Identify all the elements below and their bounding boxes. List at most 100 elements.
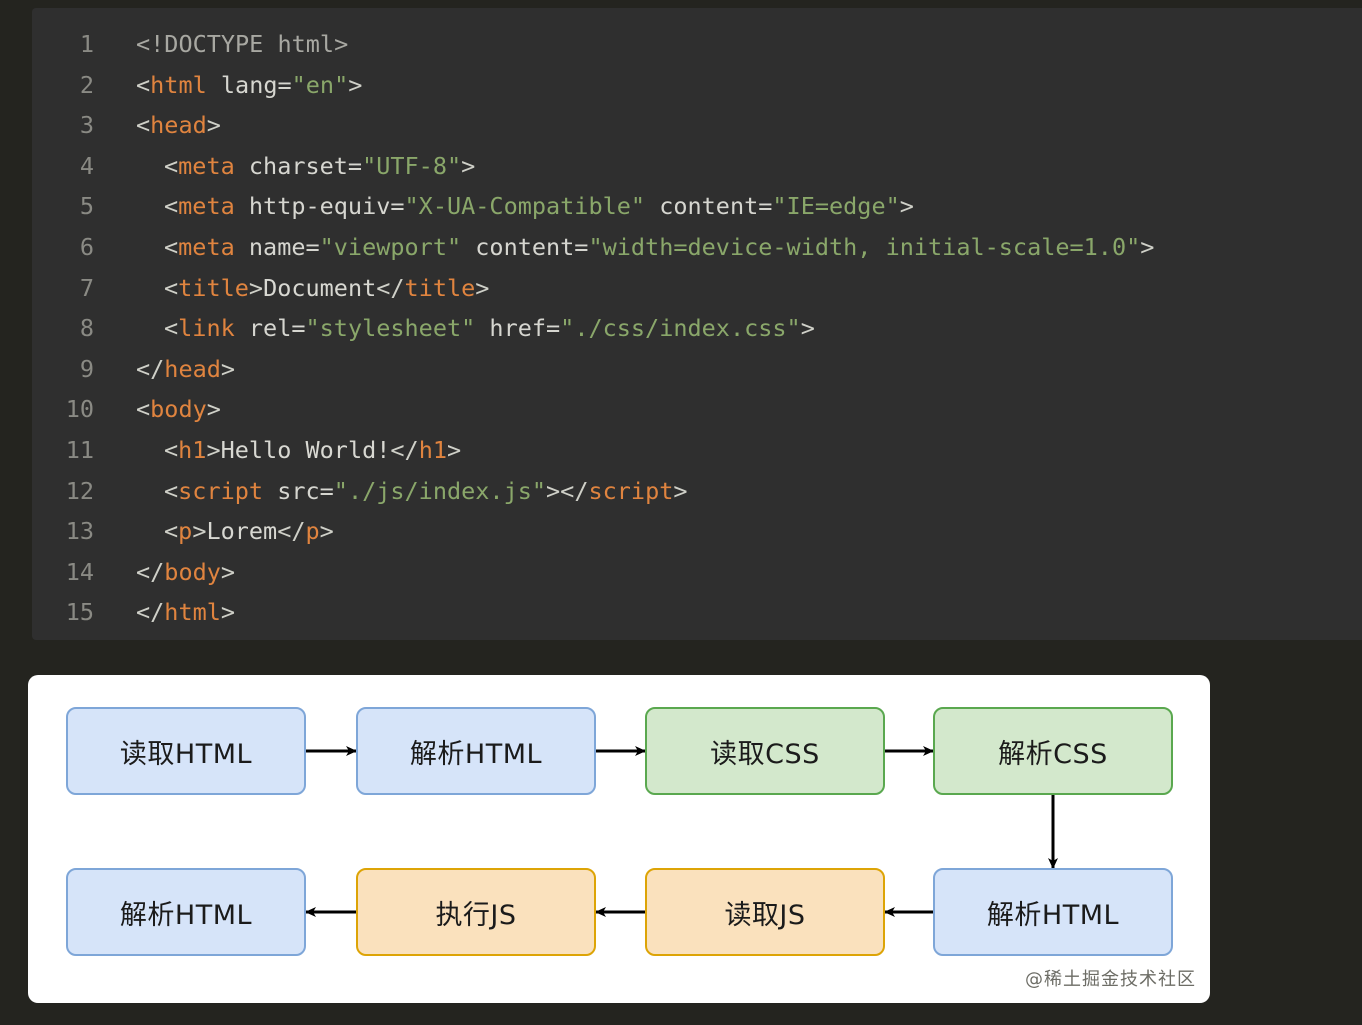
- code-token-punc: <: [164, 232, 179, 261]
- code-token-punc: </: [136, 557, 165, 586]
- code-token-attr: src=: [263, 476, 334, 505]
- code-token-tag: title: [404, 273, 476, 302]
- code-token-tag: script: [178, 476, 264, 505]
- code-token-punc: </: [277, 517, 306, 546]
- line-number: 12: [65, 476, 94, 505]
- code-token-punc: >: [475, 273, 490, 302]
- flow-node-read-css[interactable]: 读取CSS: [645, 707, 885, 795]
- code-line-content: </html>: [94, 592, 235, 633]
- line-number: 14: [65, 557, 94, 586]
- code-token-attr: http-equiv=: [234, 192, 405, 221]
- code-line-content: <script src="./js/index.js"></script>: [94, 471, 688, 512]
- code-token-attr: name=: [234, 232, 320, 261]
- code-token-punc: >: [319, 517, 334, 546]
- code-token-punc: <: [164, 151, 179, 180]
- code-token-attr: content=: [645, 192, 773, 221]
- flow-node-label: 读取HTML: [119, 738, 253, 770]
- code-line[interactable]: 13<p>Lorem</p>: [32, 511, 1362, 552]
- flow-node-parse-html-2[interactable]: 解析HTML: [66, 868, 306, 956]
- code-token-str: "./js/index.js": [333, 476, 547, 505]
- code-line-content: <title>Document</title>: [94, 268, 489, 309]
- flow-node-parse-css[interactable]: 解析CSS: [933, 707, 1173, 795]
- line-number: 11: [65, 435, 94, 464]
- code-token-str: "./css/index.css": [560, 314, 801, 343]
- flow-node-parse-html-1[interactable]: 解析HTML: [356, 707, 596, 795]
- code-editor-panel: 1<!DOCTYPE html>2<html lang="en">3<head>…: [32, 8, 1362, 640]
- code-line[interactable]: 8<link rel="stylesheet" href="./css/inde…: [32, 308, 1362, 349]
- code-line-content: </head>: [94, 349, 235, 390]
- code-line[interactable]: 3<head>: [32, 105, 1362, 146]
- flow-node-read-js[interactable]: 读取JS: [645, 868, 885, 956]
- line-number: 4: [79, 151, 94, 180]
- code-token-punc: <: [164, 517, 179, 546]
- code-lines-container[interactable]: 1<!DOCTYPE html>2<html lang="en">3<head>…: [32, 24, 1362, 633]
- code-line[interactable]: 6<meta name="viewport" content="width=de…: [32, 227, 1362, 268]
- code-token-tag: script: [588, 476, 674, 505]
- code-token-punc: </: [136, 354, 165, 383]
- watermark-label: @稀土掘金技术社区: [1025, 969, 1196, 990]
- code-token-punc: >: [348, 70, 363, 99]
- code-line[interactable]: 12<script src="./js/index.js"></script>: [32, 471, 1362, 512]
- code-token-punc: >: [461, 151, 476, 180]
- code-line[interactable]: 9</head>: [32, 349, 1362, 390]
- flow-node-label: 解析HTML: [986, 899, 1120, 931]
- line-number: 13: [65, 517, 94, 546]
- code-token-str: "IE=edge": [772, 192, 900, 221]
- code-token-punc: <: [164, 273, 179, 302]
- code-line[interactable]: 2<html lang="en">: [32, 65, 1362, 106]
- code-token-punc: <: [164, 435, 179, 464]
- code-line[interactable]: 14</body>: [32, 552, 1362, 593]
- flow-node-parse-html-3[interactable]: 解析HTML: [933, 868, 1173, 956]
- code-token-tag: meta: [178, 151, 235, 180]
- code-line-content: <meta http-equiv="X-UA-Compatible" conte…: [94, 186, 914, 227]
- code-line[interactable]: 11<h1>Hello World!</h1>: [32, 430, 1362, 471]
- line-number: 3: [79, 111, 94, 140]
- code-line-content: <body>: [94, 389, 221, 430]
- code-line-content: <p>Lorem</p>: [94, 511, 334, 552]
- code-line[interactable]: 4<meta charset="UTF-8">: [32, 146, 1362, 187]
- code-token-tag: html: [150, 70, 207, 99]
- code-line-content: </body>: [94, 552, 235, 593]
- code-token-tag: html: [164, 598, 221, 627]
- code-token-str: "en": [291, 70, 349, 99]
- flow-node-label: 读取JS: [724, 899, 806, 931]
- code-line[interactable]: 7<title>Document</title>: [32, 268, 1362, 309]
- line-number: 8: [79, 314, 94, 343]
- code-token-tag: link: [178, 314, 235, 343]
- line-number: 6: [79, 232, 94, 261]
- code-token-punc: >: [220, 354, 236, 383]
- code-token-punc: </: [390, 435, 419, 464]
- flow-node-label: 解析CSS: [998, 738, 1108, 770]
- code-token-str: "width=device-width, initial-scale=1.0": [588, 232, 1141, 261]
- code-token-punc: >: [673, 476, 688, 505]
- code-token-attr: href=: [475, 314, 561, 343]
- code-line[interactable]: 10<body>: [32, 389, 1362, 430]
- code-token-punc: >: [206, 395, 221, 424]
- code-line[interactable]: 1<!DOCTYPE html>: [32, 24, 1362, 65]
- code-token-text: Hello World!: [220, 435, 391, 464]
- code-token-text: Lorem: [206, 517, 278, 546]
- code-token-doctype: <!DOCTYPE html>: [136, 30, 349, 58]
- code-line[interactable]: 5<meta http-equiv="X-UA-Compatible" cont…: [32, 186, 1362, 227]
- code-token-punc: >: [248, 273, 264, 302]
- code-token-punc: >: [192, 517, 207, 546]
- code-token-tag: h1: [178, 435, 207, 464]
- code-token-punc: <: [136, 70, 151, 99]
- code-line-content: <link rel="stylesheet" href="./css/index…: [94, 308, 815, 349]
- code-line[interactable]: 15</html>: [32, 592, 1362, 633]
- code-token-punc: </: [136, 598, 165, 627]
- code-token-tag: head: [164, 354, 221, 383]
- code-token-attr: charset=: [234, 151, 363, 180]
- code-token-punc: >: [220, 598, 236, 627]
- code-token-tag: title: [178, 273, 249, 302]
- code-line-content: <!DOCTYPE html>: [94, 24, 348, 65]
- code-token-str: "stylesheet": [305, 314, 476, 343]
- code-token-punc: <: [164, 476, 179, 505]
- flow-node-read-html[interactable]: 读取HTML: [66, 707, 306, 795]
- code-token-punc: <: [136, 395, 151, 424]
- line-number: 15: [65, 598, 94, 627]
- code-token-punc: >: [206, 111, 221, 140]
- flow-node-exec-js[interactable]: 执行JS: [356, 868, 596, 956]
- code-line-content: <h1>Hello World!</h1>: [94, 430, 461, 471]
- code-token-tag: p: [178, 517, 193, 546]
